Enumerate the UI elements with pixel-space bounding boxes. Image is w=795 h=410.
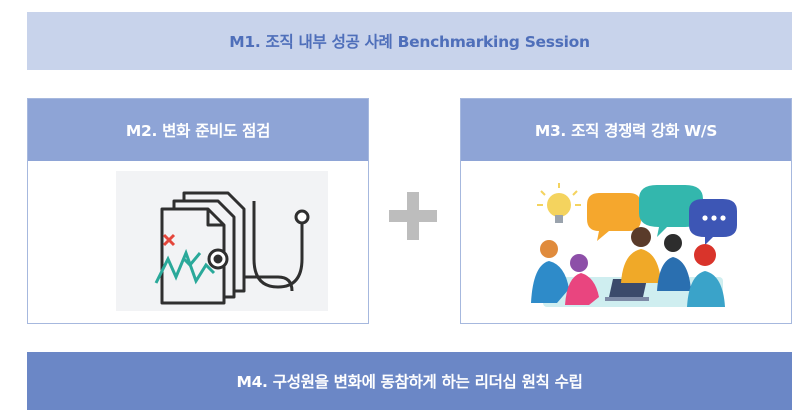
checkup-chart-icon bbox=[116, 171, 328, 311]
m3-card: M3. 조직 경쟁력 강화 W/S bbox=[460, 98, 792, 324]
m1-banner: M1. 조직 내부 성공 사례 Benchmarking Session bbox=[27, 12, 792, 70]
m1-title: M1. 조직 내부 성공 사례 Benchmarking Session bbox=[229, 33, 590, 51]
m3-header: M3. 조직 경쟁력 강화 W/S bbox=[461, 99, 791, 161]
m4-title: M4. 구성원을 변화에 동참하게 하는 리더십 원칙 수립 bbox=[236, 373, 583, 391]
m3-title: M3. 조직 경쟁력 강화 W/S bbox=[534, 122, 718, 140]
plus-icon bbox=[387, 190, 439, 242]
m2-card: M2. 변화 준비도 점검 bbox=[27, 98, 369, 324]
team-discussion-illustration bbox=[517, 179, 743, 313]
m2-header: M2. 변화 준비도 점검 bbox=[28, 99, 368, 161]
lightbulb-icon bbox=[537, 183, 581, 223]
m2-title: M2. 변화 준비도 점검 bbox=[125, 122, 271, 140]
m4-banner: M4. 구성원을 변화에 동참하게 하는 리더십 원칙 수립 bbox=[27, 352, 792, 410]
